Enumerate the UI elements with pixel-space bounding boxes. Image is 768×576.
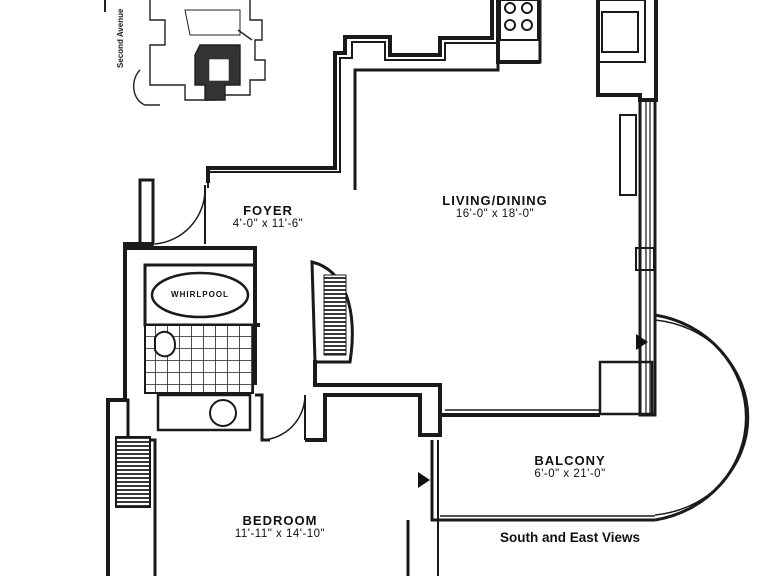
balcony-dims: 6'-0" x 21'-0" — [534, 468, 606, 480]
views-caption: South and East Views — [499, 530, 641, 545]
doors — [154, 185, 306, 441]
kitchen-counter — [499, 0, 646, 63]
bathroom — [143, 263, 257, 432]
foyer-label: FOYER — [243, 203, 293, 218]
key-plan — [104, 0, 266, 106]
bedroom-dims: 11'-11" x 14'-10" — [234, 528, 326, 540]
key-plan-street-label: Second Avenue — [116, 8, 125, 68]
balcony-railing — [654, 313, 750, 522]
whirlpool-label: WHIRLPOOL — [171, 290, 229, 299]
bedroom-label: BEDROOM — [242, 513, 318, 528]
living-arrow-icon — [636, 334, 648, 350]
balcony-label: BALCONY — [534, 453, 606, 468]
walls — [106, 0, 658, 576]
east-window — [619, 100, 655, 415]
living-label: LIVING/DINING — [442, 193, 548, 208]
living-dims: 16'-0" x 18'-0" — [455, 208, 535, 220]
foyer-dims: 4'-0" x 11'-6" — [232, 218, 304, 230]
bedroom-closet — [115, 436, 151, 508]
foyer-closet — [310, 260, 354, 364]
bedroom-arrow-icon — [418, 472, 430, 488]
column — [598, 360, 654, 416]
